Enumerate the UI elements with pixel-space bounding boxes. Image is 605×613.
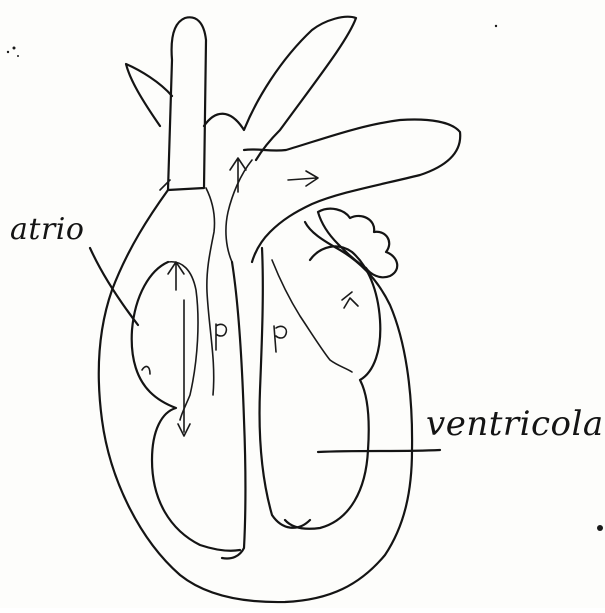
right-cavity-inner bbox=[272, 260, 352, 372]
left-atrium-inner bbox=[168, 262, 198, 420]
aortic-trunk bbox=[204, 17, 356, 160]
central-channel-left bbox=[206, 188, 215, 395]
septum-left-line bbox=[222, 262, 246, 559]
arrow-right-chamber bbox=[342, 292, 358, 308]
atrium-label: atrio bbox=[10, 212, 84, 247]
stray-dot-1 bbox=[597, 525, 603, 531]
arrow-pulmonary-right bbox=[288, 171, 318, 186]
ventricle-leader-line bbox=[318, 450, 440, 452]
ventricle-label: ventricola bbox=[426, 404, 604, 444]
pulmonary-artery bbox=[244, 120, 460, 263]
stray-dot-4 bbox=[17, 55, 19, 57]
mark-atrium-a bbox=[142, 367, 150, 374]
central-channel-right bbox=[226, 160, 252, 262]
stray-dot-3 bbox=[7, 51, 9, 53]
stray-dot-5 bbox=[495, 25, 497, 27]
left-flow-line bbox=[178, 300, 190, 436]
arrow-left-atrium bbox=[168, 262, 184, 290]
mark-left-cavity bbox=[216, 324, 226, 350]
arrow-aorta-up bbox=[230, 158, 246, 192]
left-branch-vessel bbox=[126, 64, 172, 126]
mark-right-cavity bbox=[274, 326, 286, 352]
right-cavity bbox=[285, 246, 380, 528]
stray-dot-2 bbox=[13, 47, 16, 50]
superior-vena-cava bbox=[168, 17, 206, 190]
